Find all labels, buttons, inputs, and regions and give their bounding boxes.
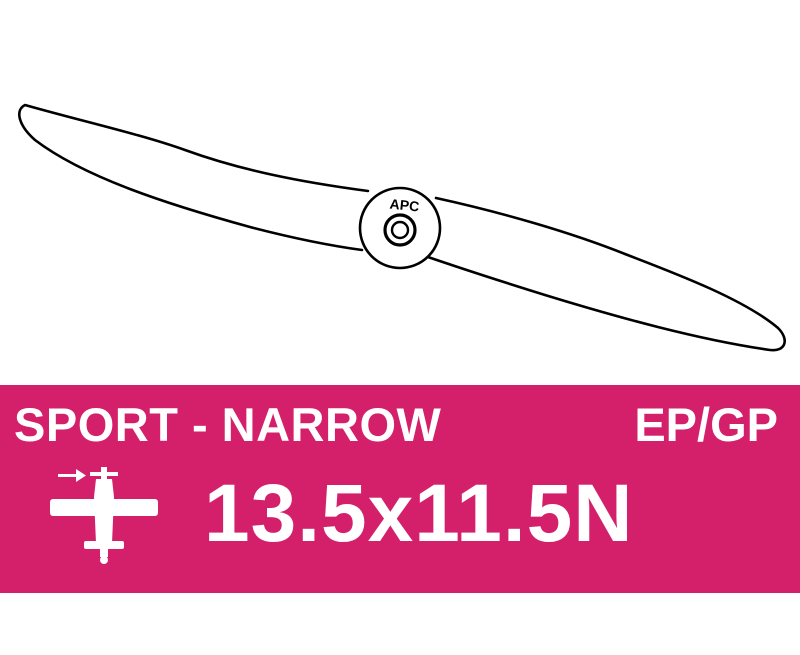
- range-title: SPORT - NARROW: [14, 398, 442, 451]
- product-banner: SPORT - NARROW EP/GP 13.5x11.5N: [0, 385, 800, 593]
- propeller-right-blade: [423, 196, 786, 352]
- propeller-outline-icon: APC: [17, 103, 786, 352]
- airplane-icon: [50, 467, 158, 564]
- fuel-type-label: EP/GP: [634, 398, 778, 451]
- propeller-hub: [358, 186, 442, 270]
- propeller-hub-bore: [390, 220, 410, 240]
- propeller-left-blade: [17, 103, 370, 252]
- propeller-size: 13.5x11.5N: [204, 468, 634, 559]
- propeller-hub-ring: [383, 213, 417, 247]
- hub-logo-text: APC: [389, 196, 420, 215]
